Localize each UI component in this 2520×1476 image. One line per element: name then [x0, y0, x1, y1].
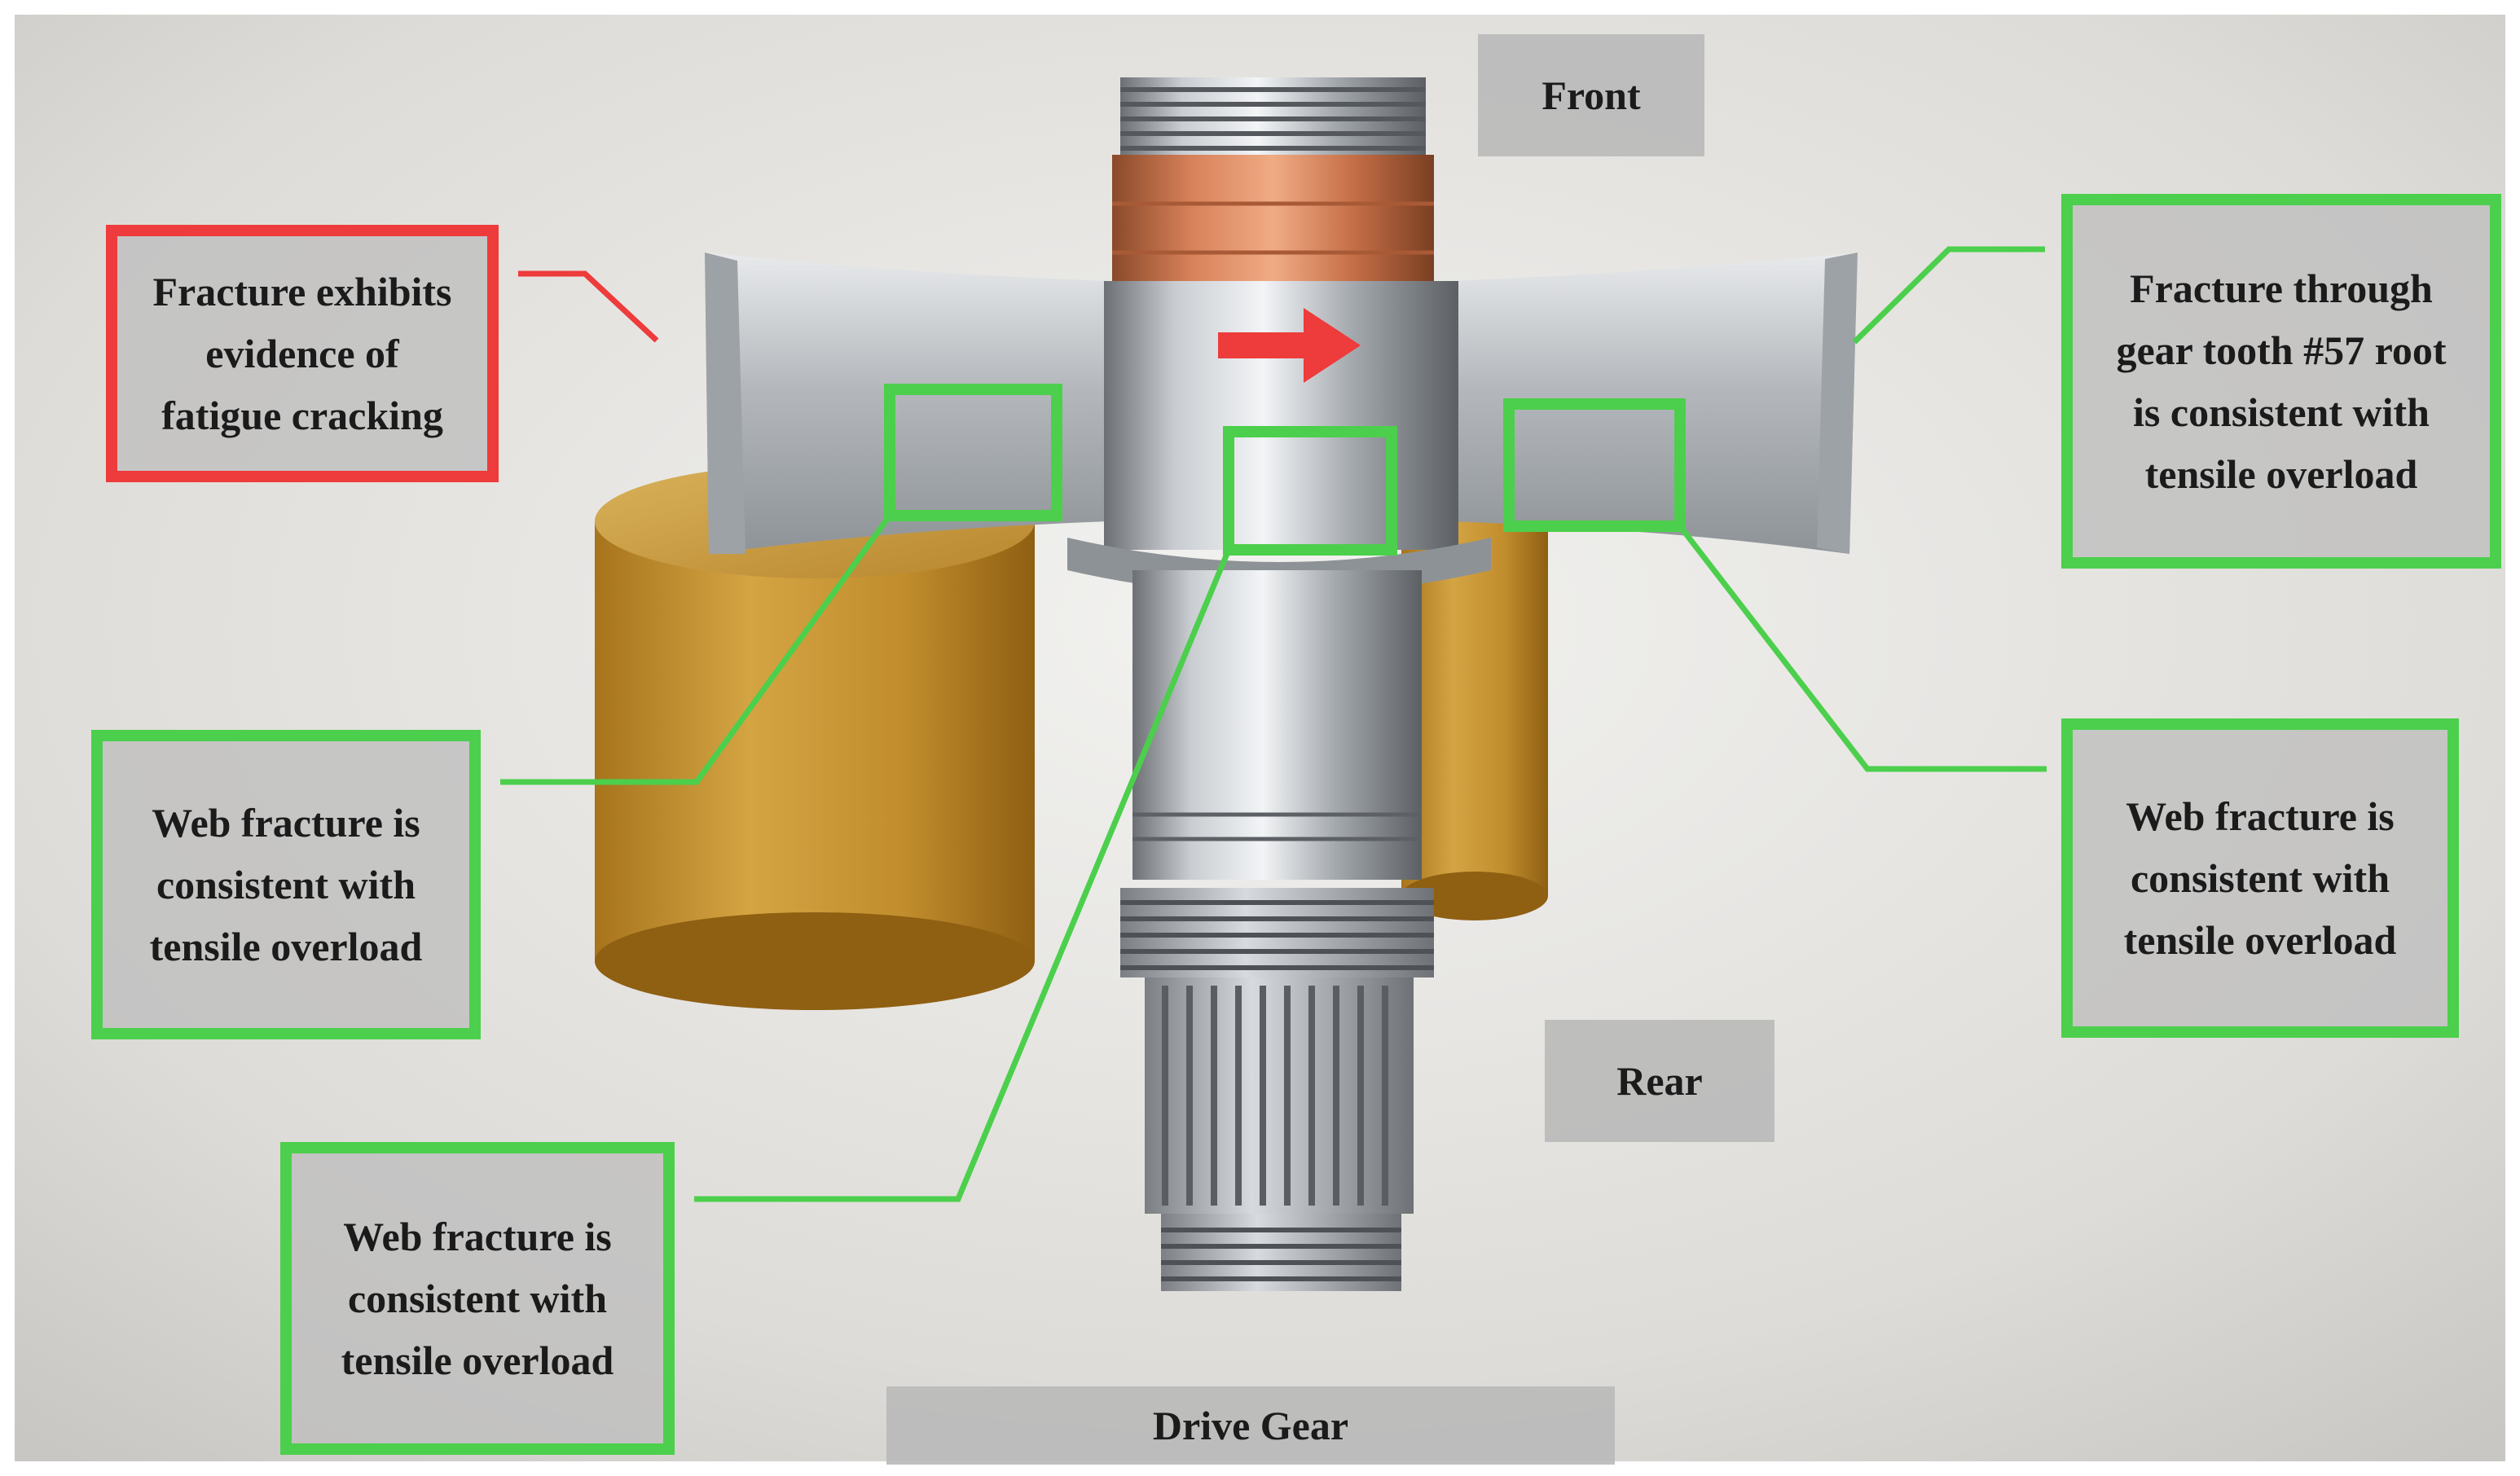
leader-line-fatigue	[518, 270, 659, 343]
leader-line-web-left	[500, 513, 892, 785]
drive-gear-title: Drive Gear	[886, 1386, 1615, 1465]
web-fracture-highlight-center	[1223, 426, 1397, 556]
rear-label: Rear	[1545, 1020, 1775, 1142]
rotation-arrow-icon	[1218, 308, 1361, 383]
leader-line-tooth-57	[1852, 246, 2045, 345]
callout-gear-tooth-57: Fracture through gear tooth #57 root is …	[2061, 194, 2501, 569]
front-label: Front	[1478, 34, 1704, 156]
callout-web-fracture-left: Web fracture is consistent with tensile …	[91, 730, 481, 1039]
web-fracture-highlight-left	[884, 384, 1062, 521]
web-fracture-highlight-right	[1503, 398, 1686, 532]
callout-web-fracture-right: Web fracture is consistent with tensile …	[2061, 718, 2459, 1038]
leader-line-web-bottom	[694, 548, 1232, 1202]
callout-web-fracture-bottom: Web fracture is consistent with tensile …	[280, 1142, 675, 1455]
callout-fatigue-cracking: Fracture exhibits evidence of fatigue cr…	[106, 225, 499, 482]
leader-line-web-right	[1678, 524, 2047, 772]
